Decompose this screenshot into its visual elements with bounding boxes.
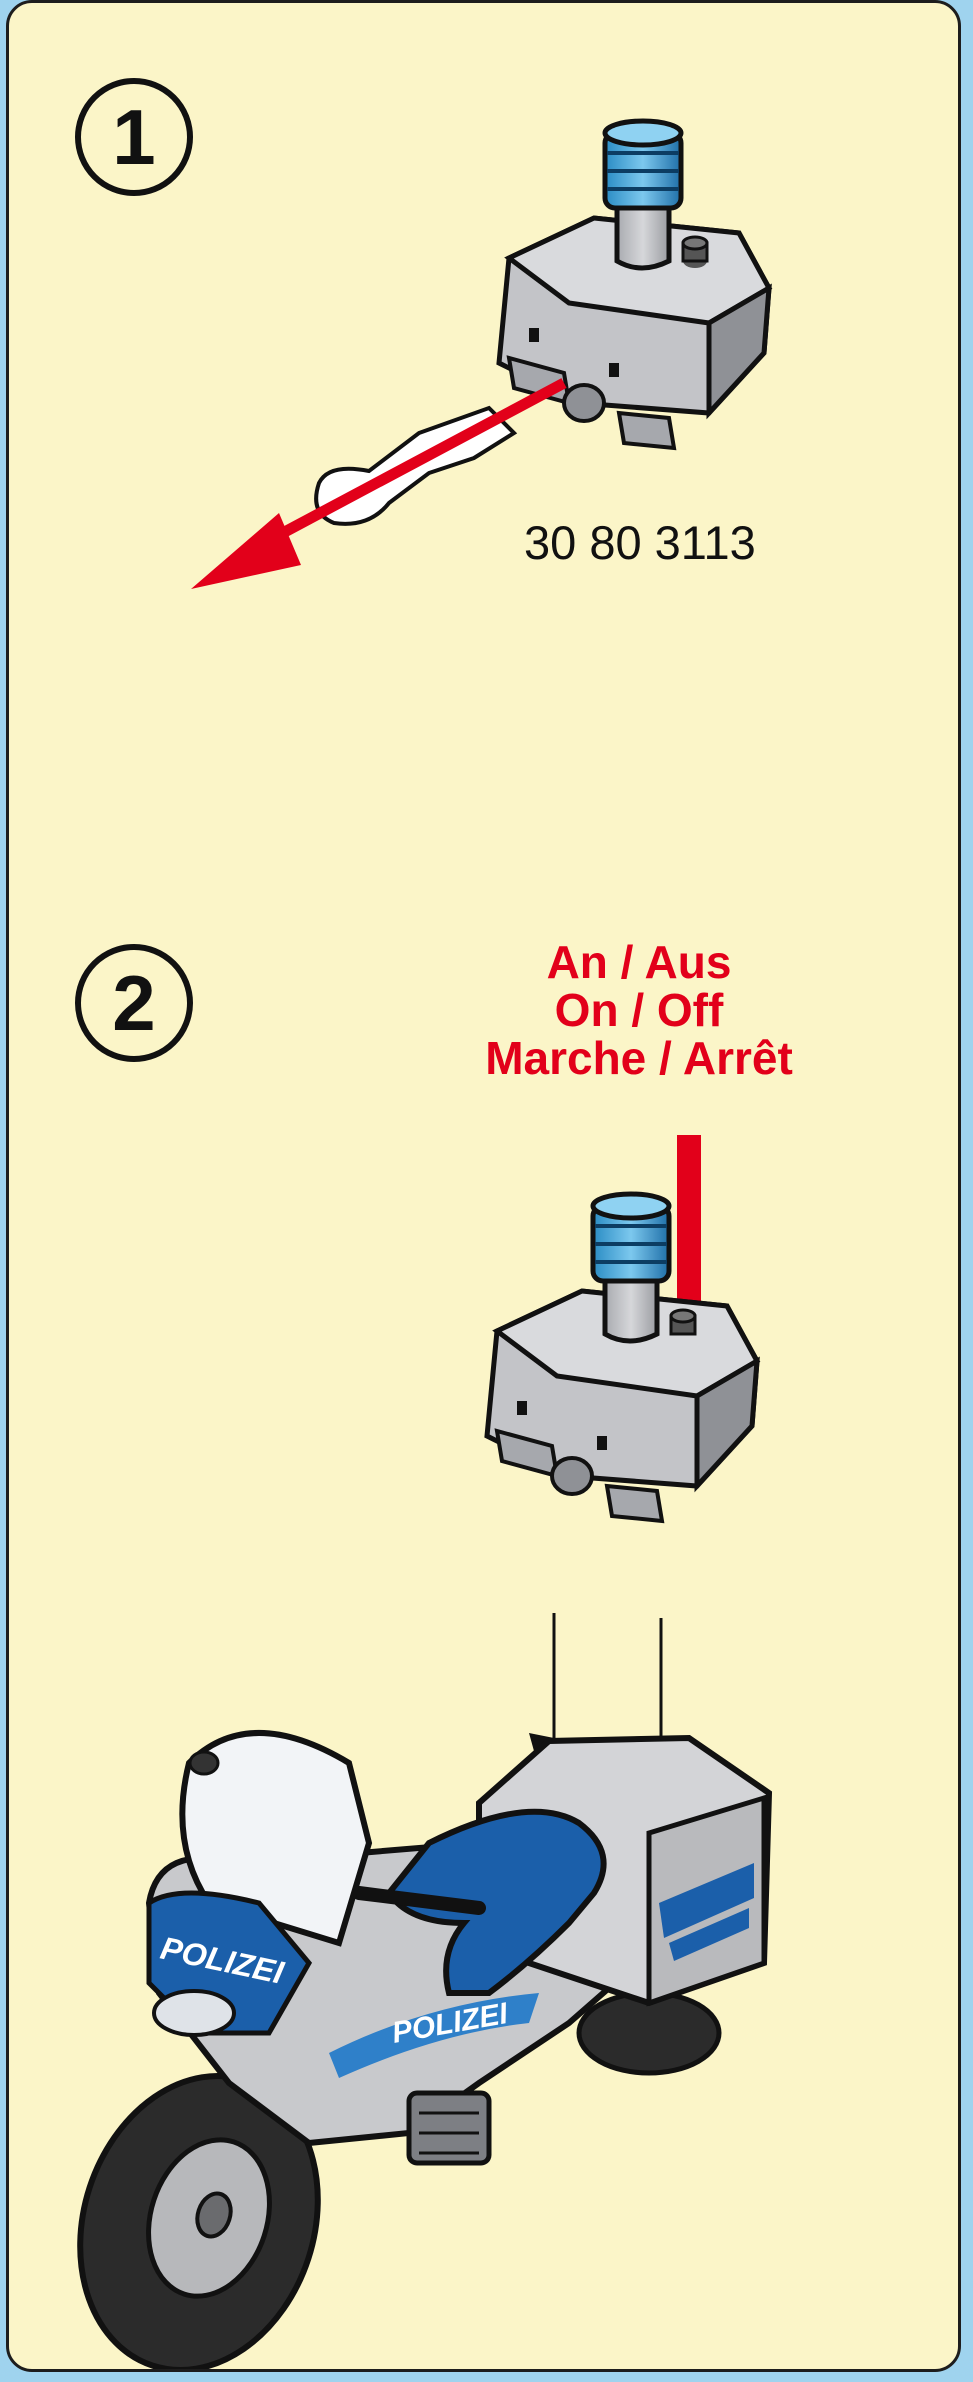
switch-label-de: An / Aus	[429, 938, 849, 986]
siren-light-icon	[487, 1194, 757, 1521]
pull-arrow-icon	[191, 383, 564, 589]
illustration-canvas: POLIZEI POLIZEI	[9, 3, 961, 2372]
switch-label-fr: Marche / Arrêt	[429, 1034, 849, 1082]
police-motorcycle-icon: POLIZEI POLIZEI	[43, 1733, 769, 2372]
step-number-2: 2	[75, 944, 193, 1062]
instruction-panel: POLIZEI POLIZEI 1 30 80 3113 2 An / Aus …	[6, 0, 961, 2372]
part-number: 30 80 3113	[524, 515, 756, 570]
switch-label: An / Aus On / Off Marche / Arrêt	[429, 938, 849, 1082]
step-number-1: 1	[75, 78, 193, 196]
switch-label-en: On / Off	[429, 986, 849, 1034]
